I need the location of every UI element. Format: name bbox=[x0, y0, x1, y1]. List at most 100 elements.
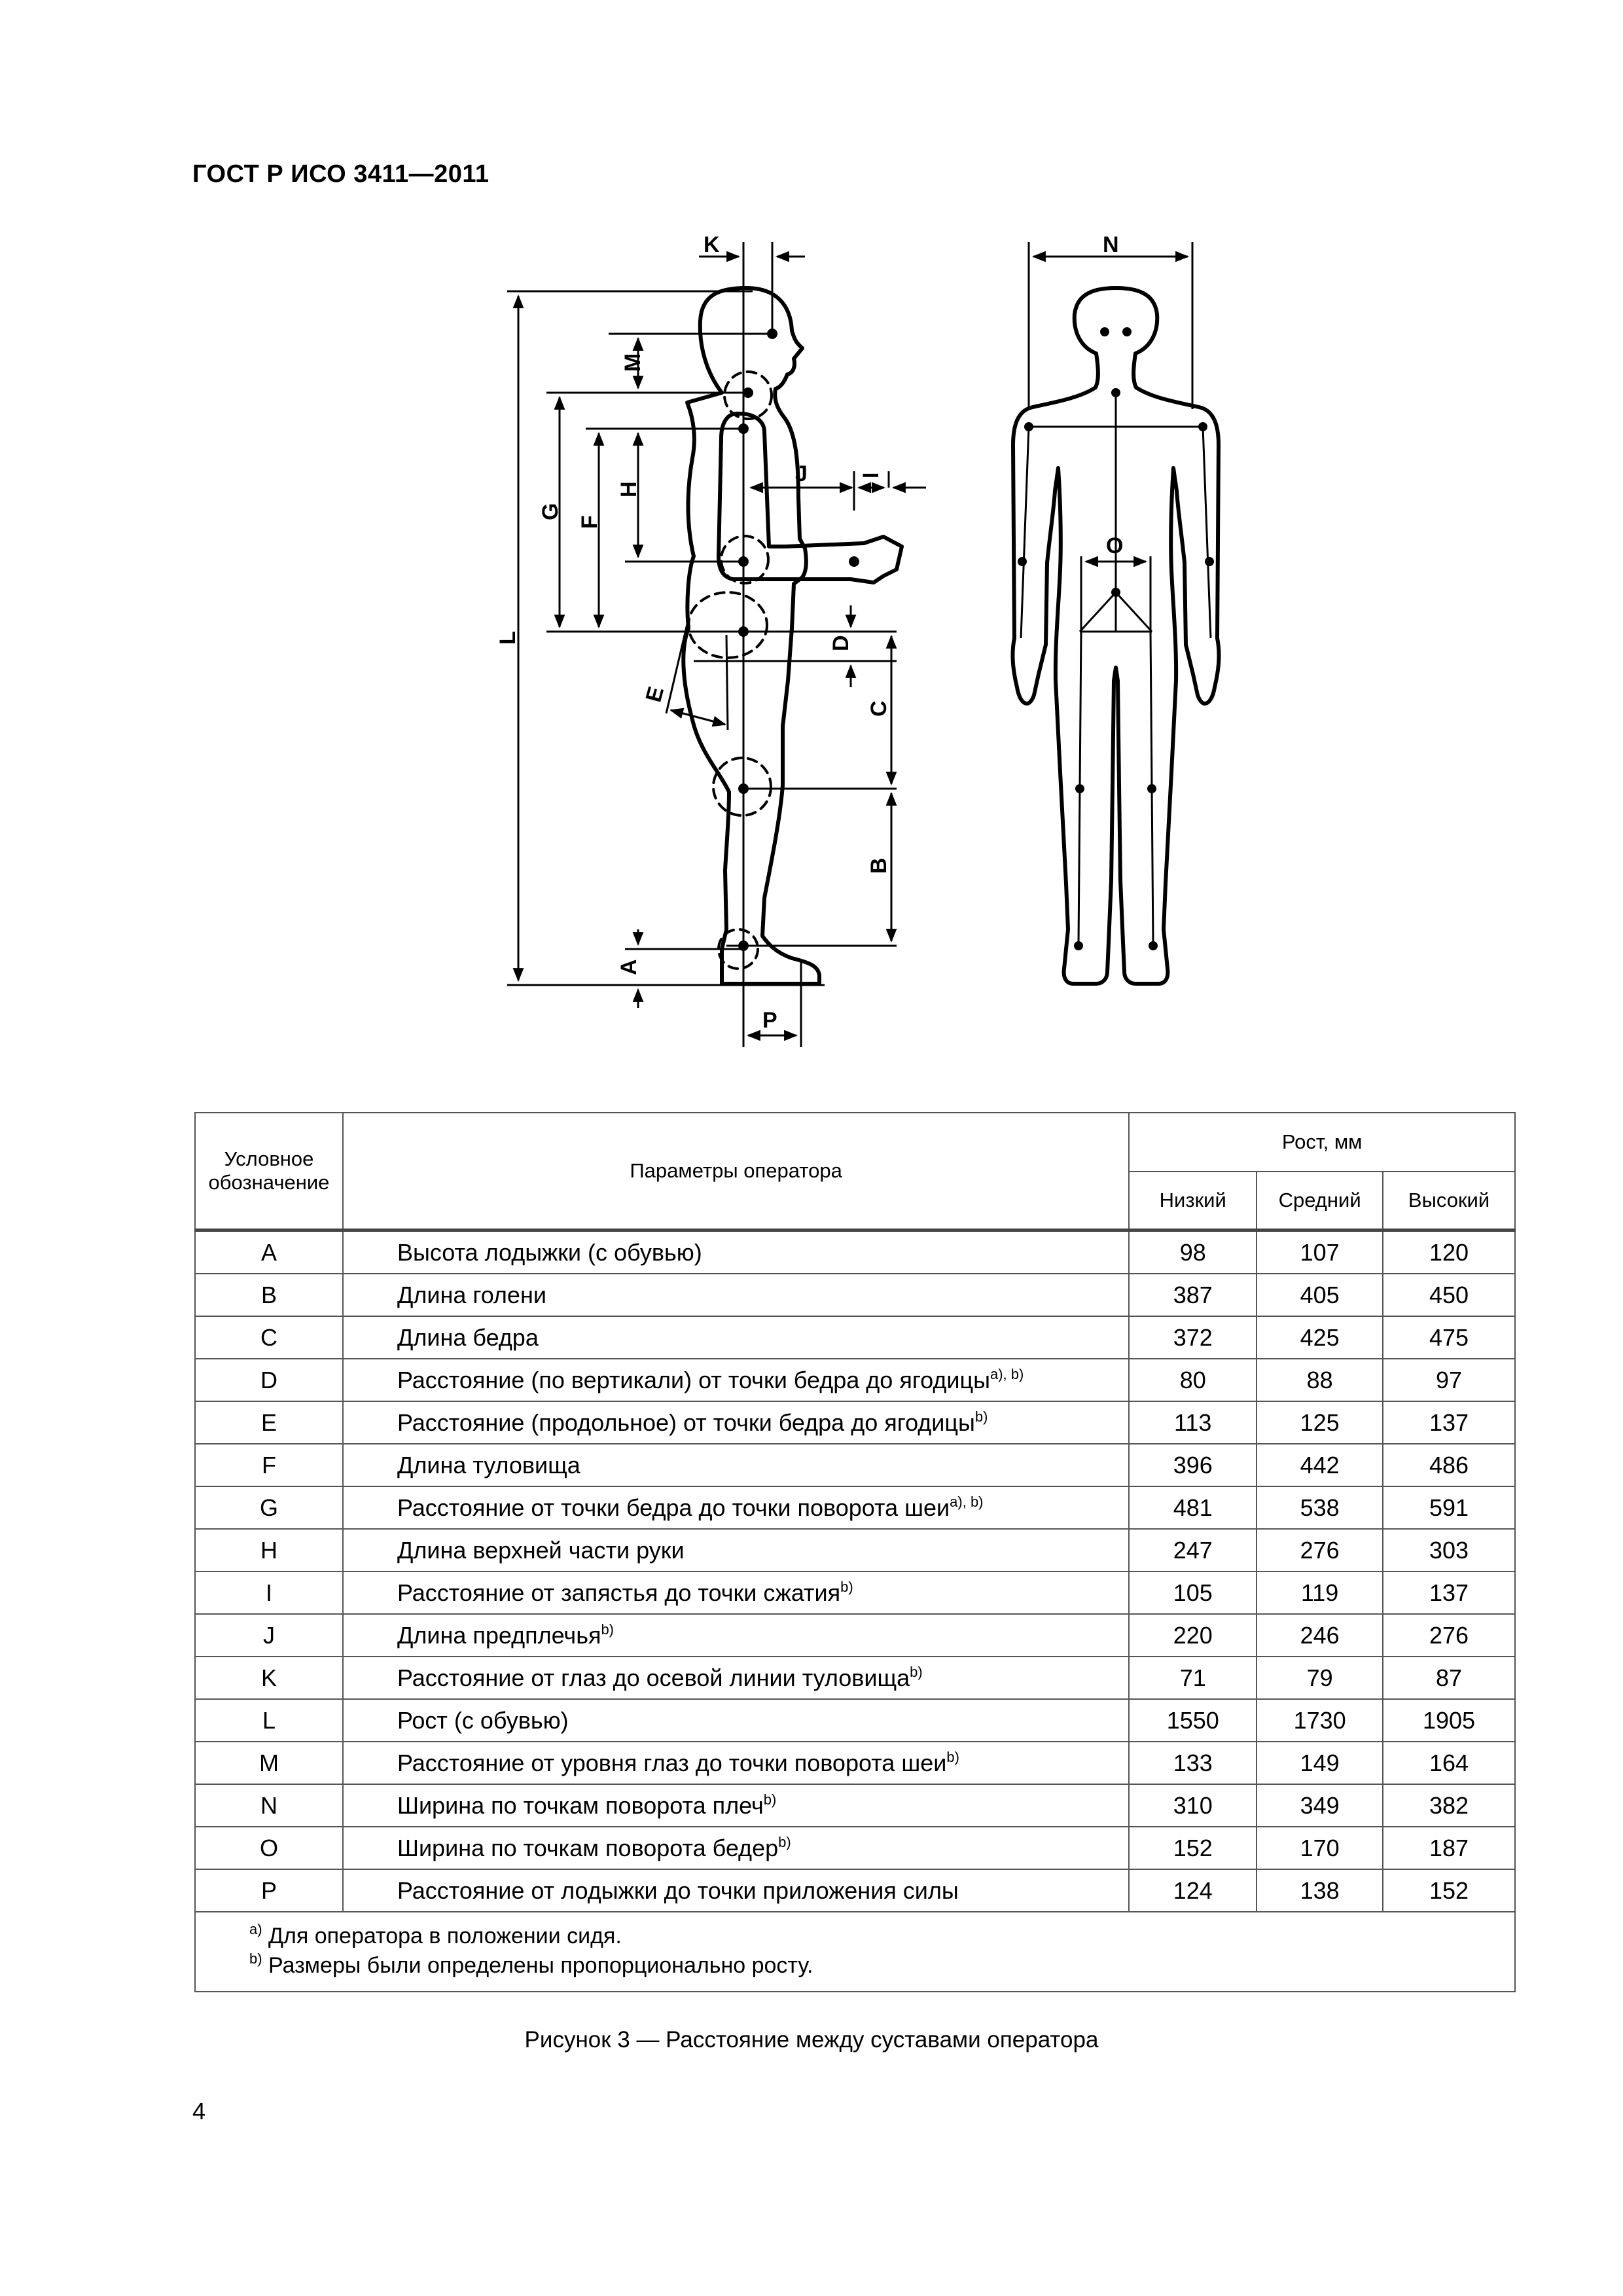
cell-parameter-text: Длина туловища bbox=[397, 1451, 580, 1479]
cell-symbol: A bbox=[194, 1229, 344, 1274]
label-N: N bbox=[1103, 232, 1119, 257]
label-O: O bbox=[1106, 533, 1123, 558]
cell-parameter-text: Расстояние от запястья до точки сжатия bbox=[397, 1579, 841, 1606]
cell-low: 71 bbox=[1128, 1656, 1258, 1700]
cell-high: 591 bbox=[1382, 1486, 1516, 1530]
cell-high: 475 bbox=[1382, 1316, 1516, 1359]
footnote-reference: b) bbox=[910, 1663, 923, 1680]
cell-parameter: Расстояние от лодыжки до точки приложени… bbox=[342, 1869, 1130, 1912]
cell-low: 124 bbox=[1128, 1869, 1258, 1912]
cell-symbol-text: E bbox=[260, 1408, 277, 1436]
cell-parameter: Длина голени bbox=[342, 1273, 1130, 1317]
footnote-a-mark: a) bbox=[249, 1921, 262, 1937]
cell-high: 382 bbox=[1382, 1784, 1516, 1827]
cell-symbol: L bbox=[194, 1698, 344, 1742]
cell-mid: 1730 bbox=[1256, 1698, 1384, 1742]
cell-high-text: 303 bbox=[1429, 1536, 1469, 1564]
cell-symbol-text: I bbox=[265, 1579, 272, 1606]
label-C: C bbox=[866, 700, 891, 717]
footnotes-row: a) Для оператора в положении сидя.b) Раз… bbox=[194, 1911, 1516, 1992]
header-high: Высокий bbox=[1382, 1171, 1516, 1231]
cell-symbol: M bbox=[194, 1741, 344, 1785]
cell-low-text: 98 bbox=[1179, 1238, 1206, 1266]
cell-parameter-text: Рост (с обувью) bbox=[397, 1706, 569, 1734]
cell-mid: 170 bbox=[1256, 1826, 1384, 1870]
cell-low-text: 387 bbox=[1173, 1281, 1213, 1308]
cell-parameter: Расстояние (продольное) от точки бедра д… bbox=[342, 1401, 1130, 1444]
footnote-a: a) Для оператора в положении сидя. bbox=[249, 1922, 1514, 1951]
cell-mid: 138 bbox=[1256, 1869, 1384, 1912]
cell-parameter-text: Расстояние от уровня глаз до точки повор… bbox=[397, 1749, 947, 1776]
cell-symbol: E bbox=[194, 1401, 344, 1444]
cell-low-text: 220 bbox=[1173, 1621, 1213, 1649]
cell-parameter: Высота лодыжки (с обувью) bbox=[342, 1229, 1130, 1274]
label-L: L bbox=[495, 631, 520, 645]
cell-parameter: Расстояние от запястья до точки сжатияb) bbox=[342, 1571, 1130, 1615]
cell-mid: 442 bbox=[1256, 1443, 1384, 1487]
cell-parameter-text: Ширина по точкам поворота плеч bbox=[397, 1791, 764, 1819]
cell-low: 372 bbox=[1128, 1316, 1258, 1359]
footnote-reference: b) bbox=[946, 1748, 959, 1765]
label-J: J bbox=[795, 461, 808, 486]
cell-high: 97 bbox=[1382, 1358, 1516, 1402]
cell-low: 80 bbox=[1128, 1358, 1258, 1402]
cell-low: 1550 bbox=[1128, 1698, 1258, 1742]
cell-parameter-text: Длина голени bbox=[397, 1281, 546, 1308]
cell-low-text: 247 bbox=[1173, 1536, 1213, 1564]
cell-low: 247 bbox=[1128, 1528, 1258, 1572]
cell-low-text: 124 bbox=[1173, 1876, 1213, 1904]
cell-symbol-text: J bbox=[262, 1621, 275, 1649]
cell-high: 137 bbox=[1382, 1401, 1516, 1444]
cell-high-text: 152 bbox=[1429, 1876, 1469, 1904]
cell-symbol: J bbox=[194, 1613, 344, 1657]
cell-parameter: Длина предплечьяb) bbox=[342, 1613, 1130, 1657]
cell-high-text: 450 bbox=[1429, 1281, 1469, 1308]
footnote-reference: b) bbox=[974, 1408, 988, 1425]
cell-mid: 107 bbox=[1256, 1229, 1384, 1274]
cell-symbol: N bbox=[194, 1784, 344, 1827]
operator-parameters-table: Условное обозначение Параметры оператора… bbox=[194, 1112, 1516, 1992]
cell-mid: 538 bbox=[1256, 1486, 1384, 1530]
cell-low: 152 bbox=[1128, 1826, 1258, 1870]
cell-high-text: 87 bbox=[1436, 1664, 1463, 1691]
front-view-eyes bbox=[1100, 327, 1132, 336]
footnote-reference: a), b) bbox=[990, 1365, 1024, 1382]
cell-symbol-text: K bbox=[260, 1664, 277, 1691]
table-row: I Расстояние от запястья до точки сжатияb… bbox=[194, 1571, 1516, 1615]
cell-symbol: B bbox=[194, 1273, 344, 1317]
cell-mid: 276 bbox=[1256, 1528, 1384, 1572]
cell-mid: 119 bbox=[1256, 1571, 1384, 1615]
label-B: B bbox=[866, 857, 891, 874]
label-D: D bbox=[829, 635, 853, 651]
label-M: M bbox=[620, 353, 645, 372]
footnote-reference: b) bbox=[778, 1833, 791, 1850]
cell-low-text: 133 bbox=[1173, 1749, 1213, 1776]
cell-high-text: 382 bbox=[1429, 1791, 1469, 1819]
footnote-b-text: Размеры были определены пропорционально … bbox=[268, 1953, 813, 1978]
cell-parameter: Ширина по точкам поворота плечb) bbox=[342, 1784, 1130, 1827]
header-parameter: Параметры оператора bbox=[342, 1112, 1130, 1231]
cell-high-text: 276 bbox=[1429, 1621, 1469, 1649]
cell-parameter-text: Ширина по точкам поворота бедер bbox=[397, 1834, 779, 1861]
cell-mid-text: 538 bbox=[1300, 1494, 1340, 1521]
cell-mid: 79 bbox=[1256, 1656, 1384, 1700]
footnote-reference: b) bbox=[840, 1578, 853, 1595]
cell-mid-text: 88 bbox=[1306, 1366, 1333, 1393]
header-symbol: Условное обозначение bbox=[194, 1112, 344, 1231]
cell-high: 303 bbox=[1382, 1528, 1516, 1572]
cell-parameter: Длина туловища bbox=[342, 1443, 1130, 1487]
cell-high: 450 bbox=[1382, 1273, 1516, 1317]
cell-mid: 246 bbox=[1256, 1613, 1384, 1657]
header-low: Низкий bbox=[1128, 1171, 1258, 1231]
cell-low: 220 bbox=[1128, 1613, 1258, 1657]
cell-parameter-text: Расстояние (продольное) от точки бедра д… bbox=[397, 1408, 975, 1436]
cell-high-text: 475 bbox=[1429, 1323, 1469, 1351]
label-G: G bbox=[538, 503, 563, 520]
cell-low: 133 bbox=[1128, 1741, 1258, 1785]
cell-symbol-text: M bbox=[259, 1749, 279, 1776]
cell-mid-text: 138 bbox=[1300, 1876, 1340, 1904]
cell-symbol-text: N bbox=[260, 1791, 277, 1819]
